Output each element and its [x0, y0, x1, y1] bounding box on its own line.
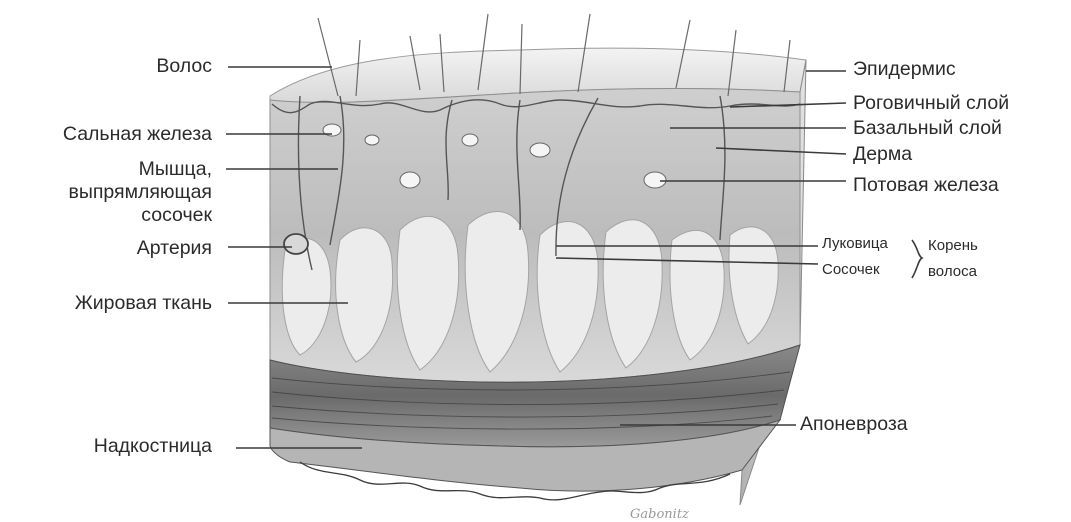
artery-shape [284, 234, 308, 254]
label-sebaceous-gland: Сальная железа [0, 124, 212, 144]
label-arrector-muscle: Мышца, выпрямляющая сосочек [0, 158, 212, 227]
label-basal-layer: Базальный слой [853, 118, 1002, 138]
label-arrector-muscle-line1: Мышца, [0, 158, 212, 181]
label-stratum-corneum: Роговичный слой [853, 93, 1009, 113]
label-hair-root-line1: Корень [928, 233, 978, 259]
label-epidermis: Эпидермис [853, 59, 956, 79]
artist-signature: Gabonitz [630, 507, 689, 522]
label-sweat-gland: Потовая железа [853, 175, 999, 195]
label-hair-root-line2: волоса [928, 259, 978, 285]
root-brace [912, 240, 922, 278]
label-periosteum: Надкостница [0, 436, 212, 456]
label-arrector-muscle-line3: сосочек [0, 204, 212, 227]
label-papilla: Сосочек [822, 262, 880, 278]
label-arrector-muscle-line2: выпрямляющая [0, 181, 212, 204]
label-hair: Волос [118, 56, 212, 76]
label-hair-root: Корень волоса [928, 233, 978, 285]
label-aponeurosis: Апоневроза [800, 414, 908, 434]
label-adipose-tissue: Жировая ткань [0, 293, 212, 313]
label-artery: Артерия [60, 238, 212, 258]
label-dermis: Дерма [853, 144, 912, 164]
tissue-block [270, 14, 806, 505]
label-bulb: Луковица [822, 236, 888, 252]
